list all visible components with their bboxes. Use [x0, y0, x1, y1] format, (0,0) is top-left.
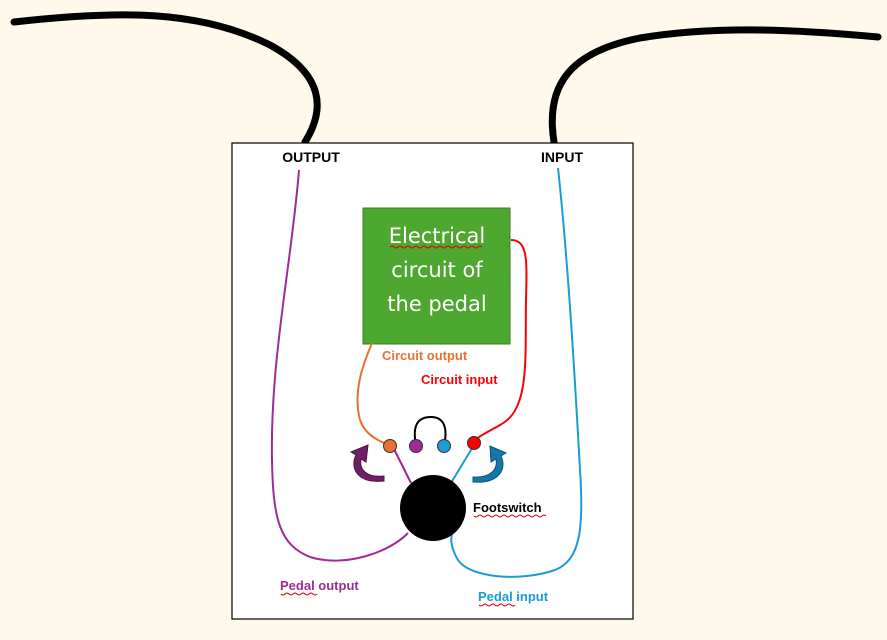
input-cable: [548, 26, 882, 146]
curved-arrow-left: [349, 444, 385, 482]
circuit-text-line3: the pedal: [387, 292, 486, 316]
lug-red: [467, 436, 481, 450]
purple-lug-wire: [393, 448, 412, 484]
circuit-input-label: Circuit input: [421, 372, 498, 387]
circuit-output-wire: [356, 342, 391, 446]
jumper-wire: [413, 415, 447, 446]
lug-orange: [383, 439, 397, 453]
output-cable: [10, 11, 321, 146]
curved-arrow-right: [472, 445, 508, 483]
footswitch-squiggle: [473, 514, 547, 518]
lug-purple: [409, 439, 423, 453]
circuit-text-line2: circuit of: [391, 258, 483, 282]
spellcheck-squiggle: [389, 245, 483, 249]
circuit-box: [362, 207, 511, 345]
pedal-input-wire: [450, 167, 583, 578]
circuit-text-line1: Electrical: [389, 224, 486, 248]
input-label: INPUT: [541, 149, 583, 165]
pedal-output-squiggle: [280, 592, 318, 596]
pedal-input-label: Pedal input: [478, 589, 549, 604]
pedal-output-wire: [270, 169, 409, 562]
footswitch-knob: [400, 475, 466, 541]
pedal-output-label: Pedal output: [280, 578, 359, 593]
lug-blue: [437, 439, 451, 453]
circuit-output-label: Circuit output: [382, 348, 468, 363]
output-label: OUTPUT: [282, 149, 340, 165]
footswitch-label: Footswitch: [473, 500, 542, 515]
pedal-input-squiggle: [478, 603, 516, 607]
circuit-input-wire: [473, 239, 528, 443]
blue-lug-wire: [450, 444, 475, 484]
